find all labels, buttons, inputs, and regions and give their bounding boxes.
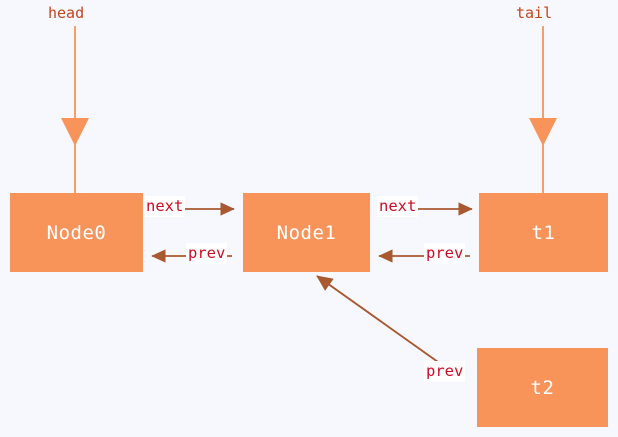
edge-label-node1-next-t1: next <box>377 196 419 217</box>
node-box-t1[interactable]: t1 <box>479 193 608 272</box>
edge-label-t2-prev-node1: prev <box>424 361 466 382</box>
edge-label-node0-next-node1: next <box>144 196 186 217</box>
pointer-label-head: head <box>48 4 85 22</box>
pointer-label-tail: tail <box>516 4 553 22</box>
node-label-node1: Node1 <box>276 221 337 244</box>
head-pointer-line <box>61 26 89 193</box>
node-box-node0[interactable]: Node0 <box>10 193 143 272</box>
edge-label-node1-prev-node0: prev <box>186 243 228 264</box>
node-label-node0: Node0 <box>46 221 107 244</box>
edge-t2-prev-node1 <box>316 275 439 363</box>
node-box-t2[interactable]: t2 <box>477 348 608 427</box>
node-label-t1: t1 <box>531 221 556 244</box>
tail-pointer-line <box>529 26 557 193</box>
edge-label-t1-prev-node1: prev <box>424 243 466 264</box>
node-label-t2: t2 <box>530 376 555 399</box>
node-box-node1[interactable]: Node1 <box>243 193 370 272</box>
